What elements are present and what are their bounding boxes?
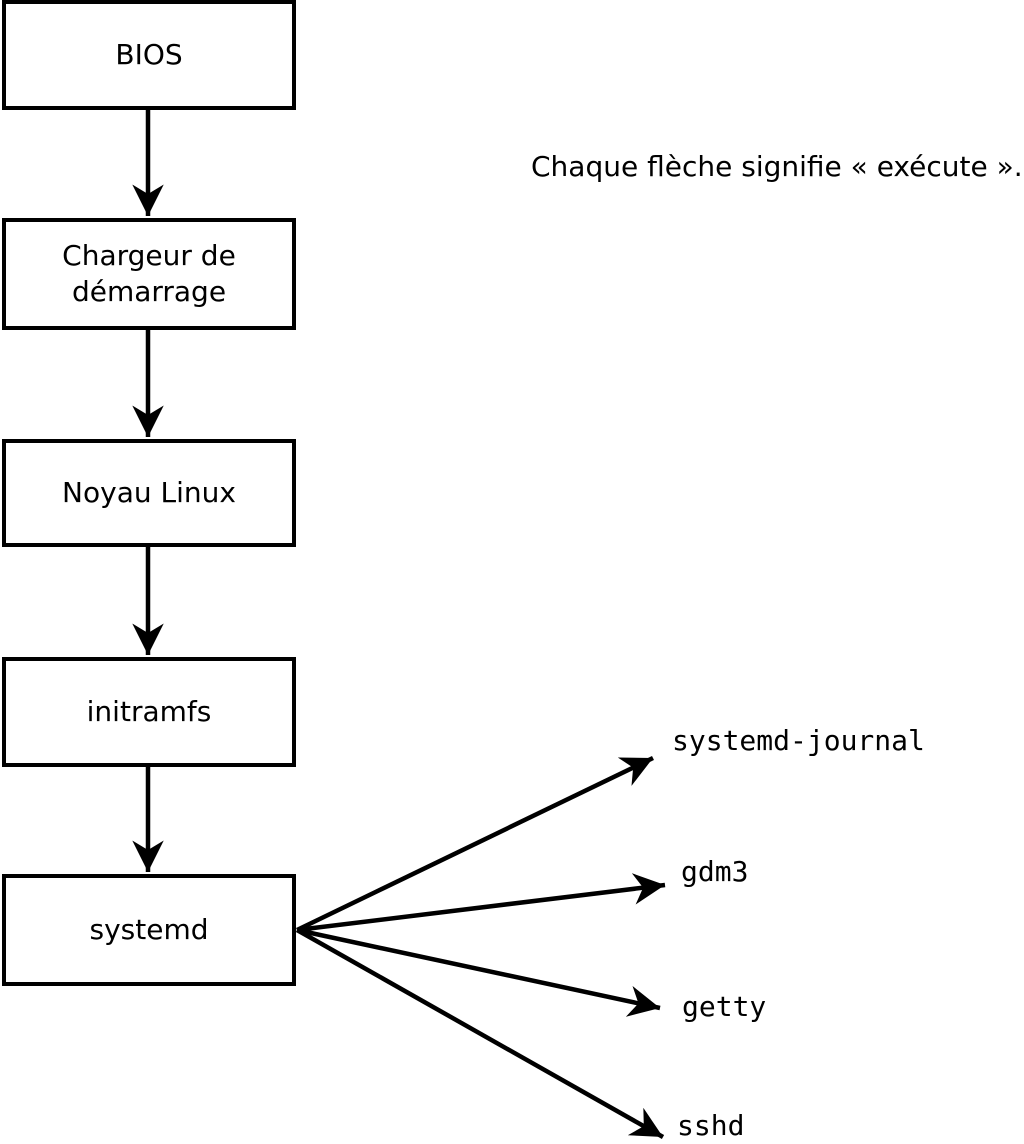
box-initramfs-label: initramfs xyxy=(86,695,212,728)
box-systemd-label: systemd xyxy=(89,913,209,946)
caption-arrow-meaning: Chaque flèche signifie « exécute ». xyxy=(531,150,1023,183)
box-systemd: systemd xyxy=(2,874,296,986)
process-label-getty: getty xyxy=(682,990,767,1023)
box-initramfs: initramfs xyxy=(2,657,296,767)
arrow-systemd-to-gdm3 xyxy=(296,873,666,933)
box-bios-label: BIOS xyxy=(115,38,183,71)
arrow-systemd-to-getty xyxy=(296,927,661,1017)
box-noyau-linux: Noyau Linux xyxy=(2,439,296,547)
box-noyau-linux-label: Noyau Linux xyxy=(62,476,236,509)
box-chargeur-de-demarrage: Chargeur de démarrage xyxy=(2,218,296,330)
box-bios: BIOS xyxy=(2,0,296,110)
arrow-systemd-to-journal xyxy=(296,755,654,933)
box-chargeur-de-demarrage-label: Chargeur de démarrage xyxy=(62,239,236,308)
process-label-systemd-journal: systemd-journal xyxy=(672,724,925,757)
arrow-systemd-to-sshd xyxy=(295,928,665,1139)
process-label-sshd: sshd xyxy=(677,1109,745,1142)
process-label-gdm3: gdm3 xyxy=(681,855,749,888)
